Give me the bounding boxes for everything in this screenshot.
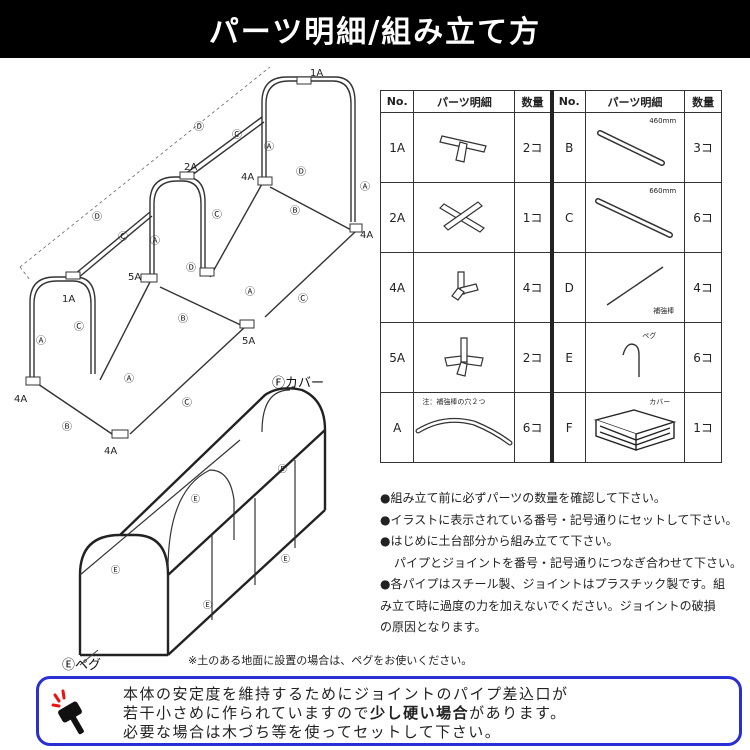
svg-text:Ⓓ: Ⓓ — [92, 211, 102, 223]
assembly-notes: ●組み立て前に必ずパーツの数量を確認して下さい。 ●イラストに表示されている番号… — [380, 488, 745, 639]
note-line: ●はじめに土台部分から組み立てて下さい。 — [380, 534, 619, 548]
part-qty: 4コ — [514, 252, 554, 323]
part-f-image: カバー — [584, 392, 686, 463]
svg-text:4A: 4A — [14, 394, 27, 405]
svg-text:Ⓓ: Ⓓ — [186, 262, 196, 274]
part-no: B — [551, 112, 586, 183]
svg-text:Ⓓ: Ⓓ — [296, 166, 306, 178]
part-2a-image — [413, 182, 516, 253]
svg-text:Ⓐ: Ⓐ — [36, 335, 46, 347]
part-qty: 6コ — [514, 392, 554, 463]
header-qty: 数量 — [514, 90, 554, 113]
part-no: 2A — [379, 182, 415, 253]
page-title: パーツ明細/組み立て方 — [0, 0, 750, 58]
svg-text:Ⓑ: Ⓑ — [62, 421, 72, 433]
table-row: A 注：補強棒の穴２つ 6コ F カバー 1コ — [379, 392, 722, 463]
cover-label: Ⓕカバー — [272, 376, 325, 391]
part-no: 1A — [379, 112, 415, 183]
peg-label: Ⓔペグ — [62, 658, 102, 673]
svg-text:Ⓒ: Ⓒ — [298, 293, 308, 305]
mallet-icon — [51, 689, 84, 735]
table-header-row: No. パーツ明細 数量 No. パーツ明細 数量 — [379, 90, 722, 113]
part-b-image: 460mm — [584, 112, 686, 183]
svg-text:Ⓐ: Ⓐ — [124, 373, 134, 385]
part-a-image: 注：補強棒の穴２つ — [413, 392, 516, 463]
part-qty: 2コ — [514, 112, 554, 183]
svg-text:2A: 2A — [184, 162, 197, 173]
part-no: 4A — [379, 252, 415, 323]
header-no: No. — [551, 90, 586, 113]
warning-text: 本体の安定度を維持するためにジョイントのパイプ差込口が 若干小さめに作られていま… — [123, 685, 569, 742]
svg-text:Ⓒ: Ⓒ — [74, 321, 84, 333]
note-line: み立て時に過度の力を加えないでください。ジョイントの破損 — [380, 598, 716, 613]
svg-text:Ⓐ: Ⓐ — [360, 181, 370, 193]
part-no: F — [551, 392, 586, 463]
warning-box: 本体の安定度を維持するためにジョイントのパイプ差込口が 若干小さめに作られていま… — [36, 676, 742, 746]
svg-text:1A: 1A — [310, 68, 323, 79]
part-5a-image — [413, 322, 516, 393]
part-c-image: 660mm — [584, 182, 686, 253]
part-no: A — [379, 392, 415, 463]
warning-line-3: 必要な場合は木づち等を使ってセットして下さい。 — [123, 723, 502, 741]
svg-text:Ⓑ: Ⓑ — [290, 205, 300, 217]
header-name: パーツ明細 — [413, 90, 516, 113]
svg-text:4A: 4A — [241, 172, 254, 183]
table-row: 2A 1コ C 660mm 6コ — [379, 182, 722, 253]
svg-text:Ⓒ: Ⓒ — [118, 231, 128, 243]
note-line: ●組み立て前に必ずパーツの数量を確認して下さい。 — [380, 491, 666, 505]
part-qty: 1コ — [684, 392, 722, 463]
svg-text:Ⓒ: Ⓒ — [182, 397, 192, 409]
part-no: C — [551, 182, 586, 253]
svg-text:Ⓔ: Ⓔ — [203, 600, 212, 611]
svg-text:5A: 5A — [128, 272, 141, 283]
warning-line-1: 本体の安定度を維持するためにジョイントのパイプ差込口が — [123, 685, 569, 703]
svg-text:Ⓒ: Ⓒ — [232, 129, 242, 141]
svg-text:4A: 4A — [360, 230, 373, 241]
part-qty: 4コ — [684, 252, 722, 323]
svg-text:1A: 1A — [62, 294, 75, 305]
part-no: D — [551, 252, 586, 323]
ground-note: ※土のある地面に設置の場合は、ペグをお使いください。 — [188, 654, 473, 667]
svg-text:Ⓔ: Ⓔ — [111, 565, 120, 576]
parts-table: No. パーツ明細 数量 No. パーツ明細 数量 1A 2コ B 460mm … — [379, 90, 722, 463]
part-4a-image — [413, 252, 516, 323]
part-no: 5A — [379, 322, 415, 393]
svg-text:Ⓐ: Ⓐ — [245, 286, 255, 298]
svg-text:Ⓔ: Ⓔ — [281, 554, 290, 565]
note-line: ●各パイプはスチール製、ジョイントはプラスチック製です。組 — [380, 577, 726, 591]
note-line: の原因となります。 — [380, 620, 487, 634]
svg-text:Ⓐ: Ⓐ — [264, 141, 274, 153]
part-1a-image — [413, 112, 516, 183]
part-qty: 2コ — [514, 322, 554, 393]
part-qty: 1コ — [514, 182, 554, 253]
note-line: パイプとジョイントを番号・記号通りにつなぎ合わせて下さい。 — [394, 555, 743, 570]
svg-text:5A: 5A — [242, 336, 255, 347]
header-no: No. — [379, 90, 415, 113]
table-row: 4A 4コ D 補強棒 4コ — [379, 252, 722, 323]
svg-text:Ⓓ: Ⓓ — [194, 121, 204, 133]
svg-text:Ⓔ: Ⓔ — [191, 494, 200, 505]
table-row: 5A 2コ E ペグ 6コ — [379, 322, 722, 393]
cover-diagram: Ⓔ Ⓔ Ⓔ Ⓔ Ⓔ — [78, 387, 327, 666]
table-row: 1A 2コ B 460mm 3コ — [379, 112, 722, 183]
svg-text:4A: 4A — [104, 446, 117, 457]
part-qty: 6コ — [684, 182, 722, 253]
header-name: パーツ明細 — [584, 90, 686, 113]
part-e-image: ペグ — [584, 322, 686, 393]
svg-text:Ⓐ: Ⓐ — [150, 235, 160, 247]
part-d-image: 補強棒 — [584, 252, 686, 323]
part-qty: 3コ — [684, 112, 722, 183]
svg-text:Ⓒ: Ⓒ — [212, 209, 222, 221]
warning-line-2: 若干小さめに作られていますので少し硬い場合があります。 — [123, 704, 567, 722]
part-qty: 6コ — [684, 322, 722, 393]
header-qty: 数量 — [684, 90, 722, 113]
svg-text:Ⓔ: Ⓔ — [278, 464, 287, 475]
frame-assembly-diagram: 4A 4A 1A 1A 2A 4A 4A 5A 5A Ⓐ Ⓐ Ⓐ Ⓐ Ⓐ Ⓐ Ⓑ… — [14, 66, 373, 457]
note-line: ●イラストに表示されている番号・記号通りにセットして下さい。 — [380, 512, 738, 527]
svg-text:Ⓑ: Ⓑ — [178, 313, 188, 325]
part-no: E — [551, 322, 586, 393]
